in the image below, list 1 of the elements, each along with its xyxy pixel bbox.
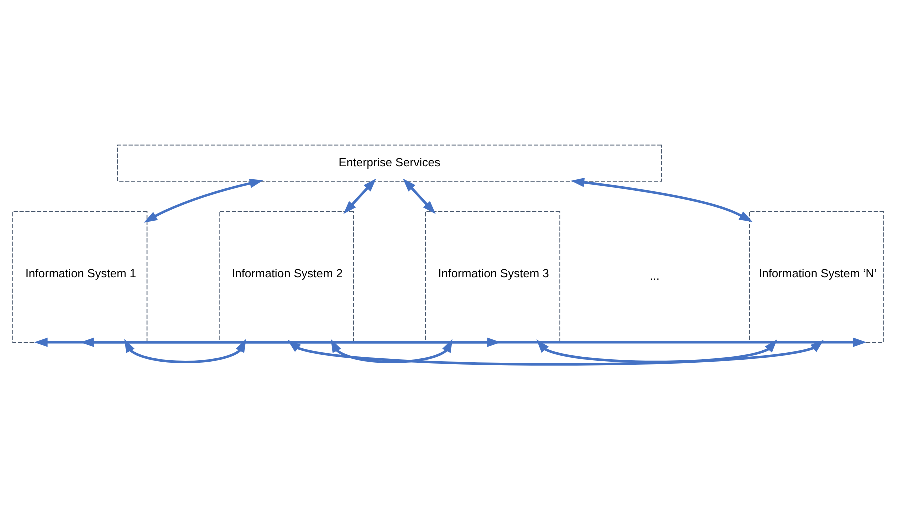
label: ... bbox=[650, 270, 660, 284]
